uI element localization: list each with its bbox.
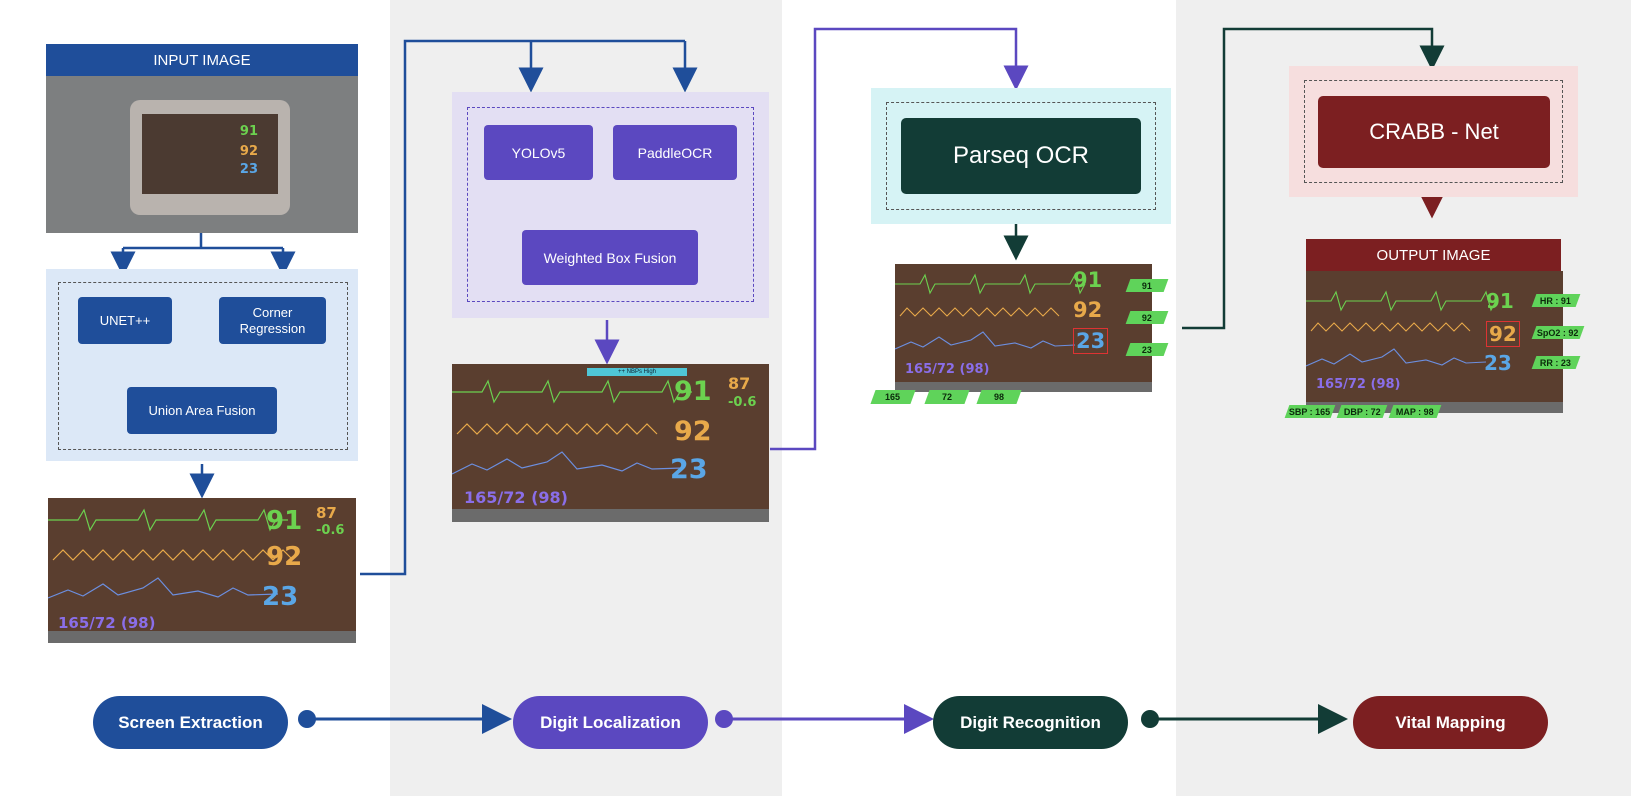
- weighted-box-fusion-node: Weighted Box Fusion: [522, 230, 698, 285]
- crabb-net-node: CRABB - Net: [1318, 96, 1550, 168]
- stage2-dashed-frame: [467, 107, 754, 302]
- arrow-stage2-to-stage3: [770, 27, 1018, 451]
- step-digit-localization: Digit Localization: [513, 696, 708, 749]
- stage3-dashed-frame: [886, 102, 1156, 210]
- cropped-screen-image: 91 87 -0.6 92 23 165/72 (98): [48, 498, 356, 643]
- rec-tag-hr: 91: [1125, 279, 1169, 292]
- input-hr: 91: [239, 124, 258, 139]
- rec-spo2: 92: [1073, 298, 1103, 322]
- rec-tag-map: 98: [976, 390, 1022, 404]
- step-vital-mapping: Vital Mapping: [1353, 696, 1548, 749]
- input-rr: 23: [239, 162, 258, 177]
- output-image-title: OUTPUT IMAGE: [1306, 239, 1561, 271]
- loc-bp: 165/72 (98): [464, 488, 568, 507]
- crop-temp: 87: [316, 504, 337, 522]
- output-image: 91 92 23 165/72 (98): [1306, 271, 1563, 413]
- rec-tag-sbp: 165: [870, 390, 916, 404]
- crop-spo2: 92: [266, 542, 303, 572]
- out-tag-spo2: SpO2 : 92: [1531, 326, 1585, 339]
- rec-rr: 23: [1073, 328, 1109, 354]
- loc-rr: 23: [670, 454, 708, 485]
- arrow-stage3-to-stage4: [1182, 27, 1434, 330]
- crop-st: -0.6: [316, 523, 345, 538]
- out-rr: 23: [1484, 351, 1512, 375]
- loc-spo2: 92: [674, 416, 712, 447]
- paddleocr-node: PaddleOCR: [613, 125, 737, 180]
- localized-screen-image: ++ NBPs High 91 87 -0.6 92 23 165/72 (98…: [452, 364, 769, 522]
- input-image-title: INPUT IMAGE: [46, 44, 358, 76]
- input-spo2: 92: [239, 144, 258, 159]
- out-tag-map: MAP : 98: [1388, 405, 1442, 418]
- loc-hr: 91: [674, 376, 712, 407]
- crop-rr: 23: [262, 582, 299, 612]
- corner-regression-node: Corner Regression: [219, 297, 326, 344]
- step-digit-recognition: Digit Recognition: [933, 696, 1128, 749]
- out-tag-hr: HR : 91: [1531, 294, 1581, 307]
- alarm-banner: ++ NBPs High: [587, 368, 687, 376]
- out-spo2: 92: [1486, 321, 1520, 347]
- stage4-dashed-frame: [1304, 80, 1563, 183]
- out-tag-rr: RR : 23: [1531, 356, 1581, 369]
- crop-hr: 91: [266, 506, 303, 536]
- yolov5-node: YOLOv5: [484, 125, 593, 180]
- out-tag-dbp: DBP : 72: [1336, 405, 1388, 418]
- out-hr: 91: [1486, 289, 1514, 313]
- rec-tag-dbp: 72: [924, 390, 970, 404]
- recognized-screen-image: 91 92 23 165/72 (98): [895, 264, 1152, 392]
- rec-bp: 165/72 (98): [905, 362, 990, 377]
- monitor-screen: 91 92 23: [142, 114, 278, 194]
- loc-st: -0.6: [728, 395, 757, 410]
- loc-temp: 87: [728, 374, 751, 393]
- parseq-ocr-node: Parseq OCR: [901, 118, 1141, 194]
- alarm-text: ++ NBPs High: [617, 369, 657, 375]
- out-tag-sbp: SBP : 165: [1284, 405, 1336, 418]
- rec-hr: 91: [1073, 268, 1103, 292]
- out-bp: 165/72 (98): [1316, 377, 1401, 392]
- union-area-fusion-node: Union Area Fusion: [127, 387, 277, 434]
- rec-tag-rr: 23: [1125, 343, 1169, 356]
- input-image: 91 92 23: [46, 76, 358, 233]
- rec-tag-spo2: 92: [1125, 311, 1169, 324]
- stage1-dashed-frame: [58, 282, 348, 450]
- arrow-input-to-models: [121, 233, 285, 260]
- unet-node: UNET++: [78, 297, 172, 344]
- crop-bp: 165/72 (98): [58, 614, 156, 632]
- step-screen-extraction: Screen Extraction: [93, 696, 288, 749]
